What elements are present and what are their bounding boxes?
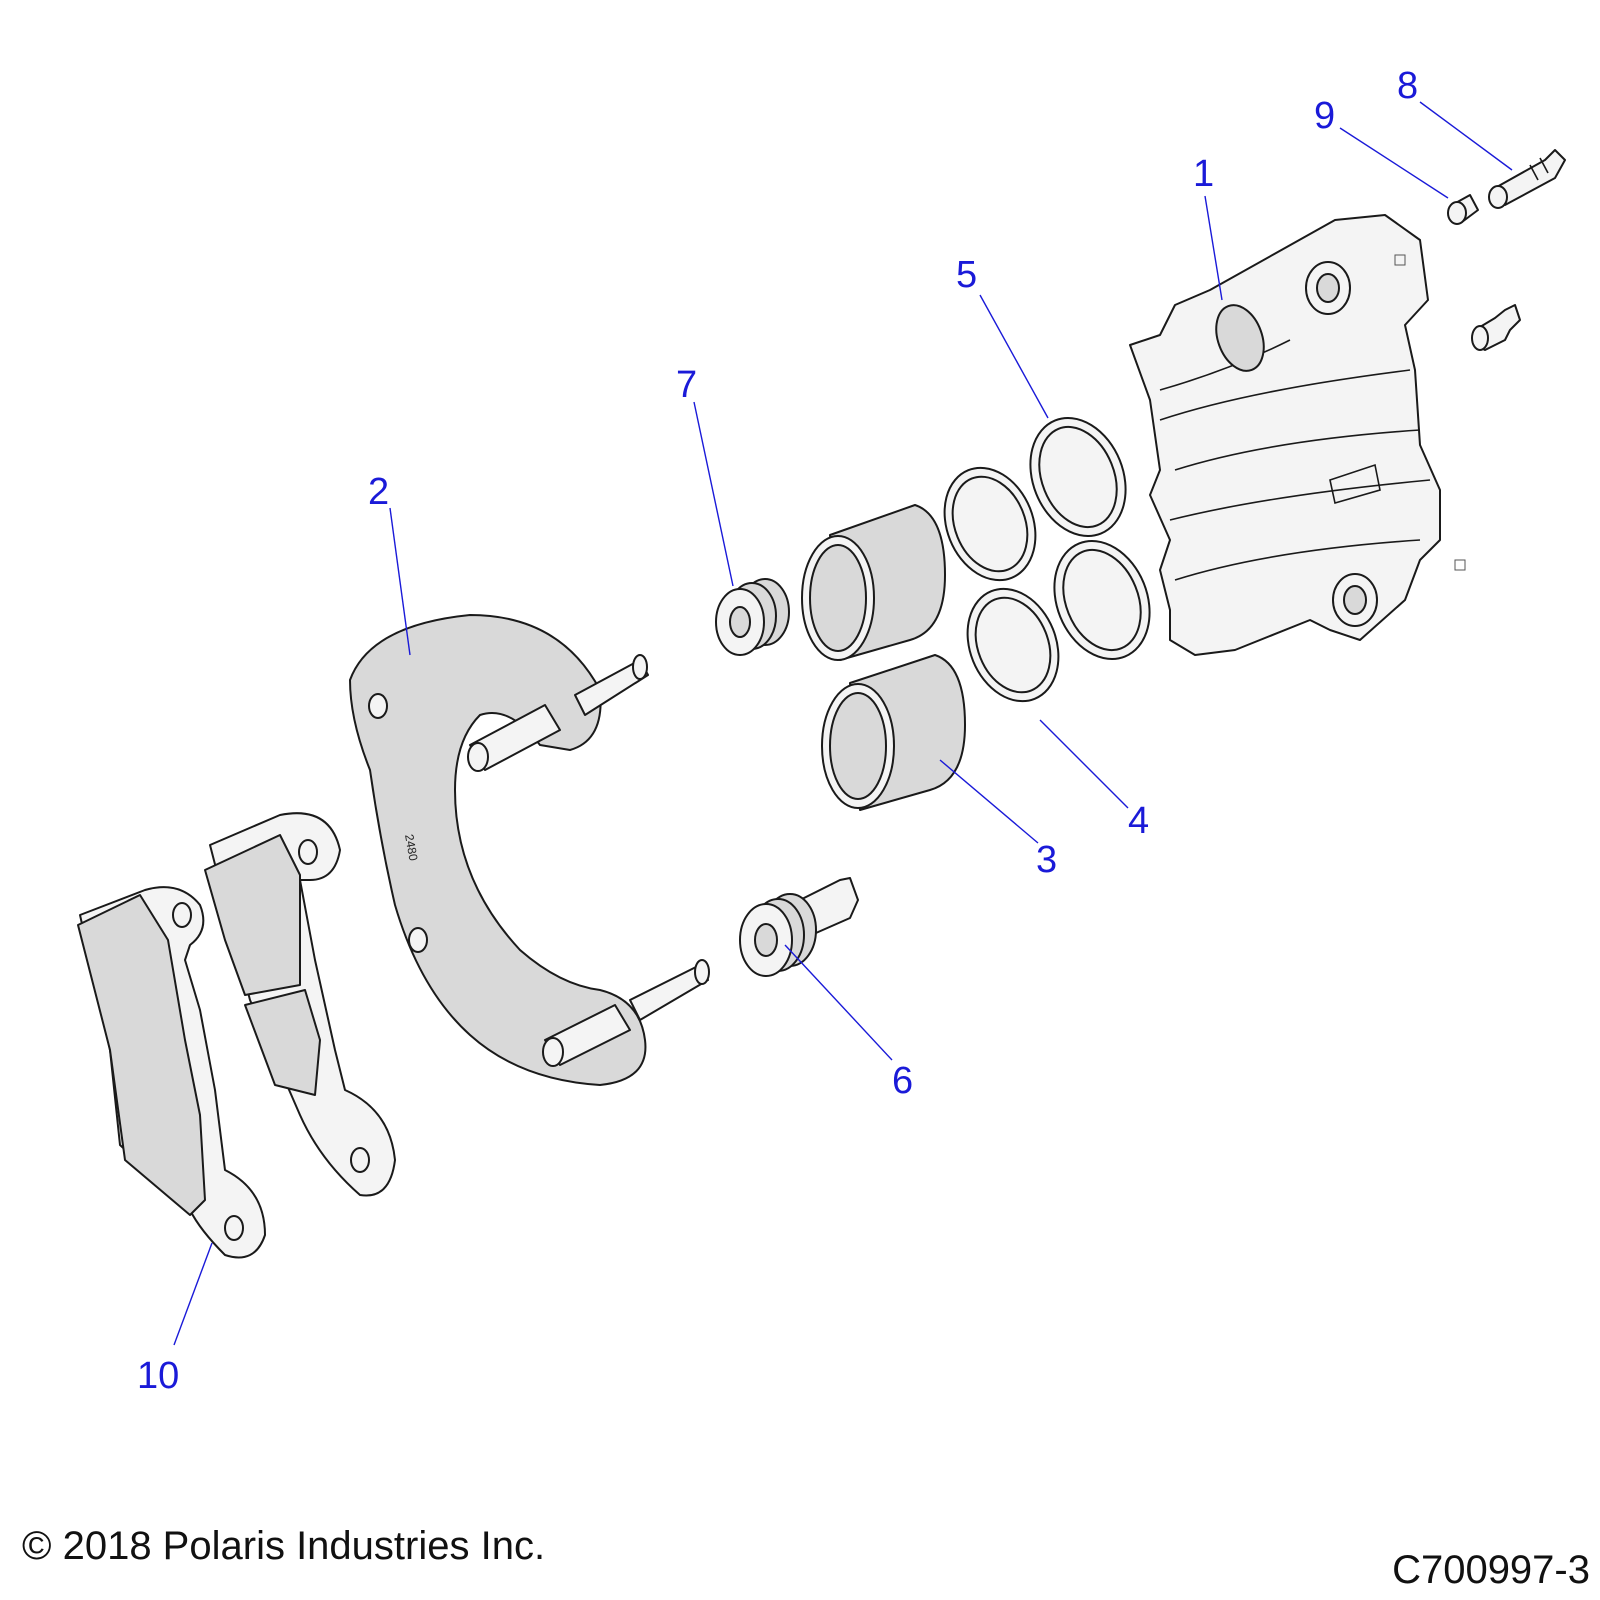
small-seal-lower <box>966 587 1060 703</box>
brake-pad-outer <box>77 886 266 1259</box>
bracket-stamp: 2480 <box>402 833 420 862</box>
callout-5: 5 <box>956 254 977 296</box>
brake-pad-inner <box>204 812 396 1197</box>
large-seal-lower <box>1053 539 1151 661</box>
callout-10: 10 <box>137 1355 179 1397</box>
copyright-notice: © 2018 Polaris Industries Inc. <box>22 1524 546 1568</box>
callout-9: 9 <box>1314 95 1335 137</box>
bleed-cap <box>1447 194 1479 225</box>
callout-3: 3 <box>1036 839 1057 881</box>
slide-pin-with-boot <box>739 877 859 977</box>
caliper-bracket: 2480 <box>349 614 710 1086</box>
large-seal-upper <box>1029 416 1127 538</box>
pin-boot-upper <box>715 578 790 656</box>
callout-2: 2 <box>368 471 389 513</box>
caliper-body <box>1129 214 1466 656</box>
callout-4: 4 <box>1128 800 1149 842</box>
piston-upper <box>801 504 946 661</box>
callout-6: 6 <box>892 1060 913 1102</box>
callout-7: 7 <box>676 364 697 406</box>
drawing-number: C700997-3 <box>1392 1548 1590 1592</box>
small-seal-upper <box>943 466 1037 582</box>
callout-8: 8 <box>1397 65 1418 107</box>
callout-1: 1 <box>1193 153 1214 195</box>
piston-lower <box>821 654 966 811</box>
small-fitting <box>1471 304 1521 351</box>
bleed-screw <box>1488 149 1566 209</box>
